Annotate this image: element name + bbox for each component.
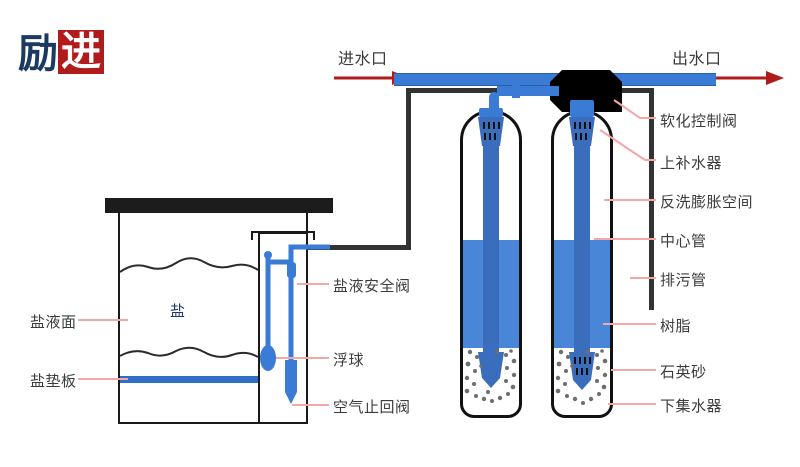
tank-right-top-collar [570, 100, 594, 117]
leader-backwash-space [604, 199, 656, 201]
tank-left-top-collar [479, 108, 503, 117]
label-drain-pipe: 排污管 [660, 271, 707, 289]
leader-brine-level [78, 319, 128, 321]
label-air-check-valve: 空气止回阀 [333, 398, 411, 416]
arrow-right-icon-outlet [712, 71, 784, 85]
leader-drain-pipe [630, 277, 656, 279]
brine-safety-valve-body [287, 262, 296, 278]
tank-right-lower-distributor [569, 352, 595, 390]
brand-logo-char-2: 进 [58, 30, 104, 74]
brand-logo-char-1: 励 [18, 31, 58, 77]
bypass-pipe-left [406, 88, 411, 250]
label-upper-distributor: 上补水器 [660, 154, 723, 172]
brine-level-line [119, 346, 259, 358]
float-ball-body [260, 345, 276, 371]
label-center-tube: 中心管 [660, 232, 707, 250]
tank-left-center-tube [483, 118, 499, 358]
leader-salt-plate [78, 378, 128, 380]
inlet-label: 进水口 [338, 49, 388, 68]
label-brine-safety-valve: 盐液安全阀 [333, 277, 411, 295]
leader-softener-control-valve [613, 99, 656, 119]
label-brine-level: 盐液面 [30, 313, 77, 331]
brine-tank-lid [105, 198, 333, 213]
pipe-union-fitting [512, 82, 520, 98]
brine-line-horizontal [286, 245, 411, 250]
label-quartz-sand: 石英砂 [660, 363, 707, 381]
label-float-ball: 浮球 [333, 351, 365, 369]
label-softener-control-valve: 软化控制阀 [660, 112, 738, 130]
label-resin: 树脂 [660, 317, 692, 335]
leader-upper-distributor [599, 129, 656, 161]
tank-right-center-tube [574, 118, 590, 358]
outlet-label: 出水口 [672, 49, 722, 68]
salt-surface-line [119, 257, 259, 273]
tank-left-lower-distributor [478, 352, 504, 388]
salt-plate-bar [120, 376, 258, 383]
leader-lower-distributor [608, 403, 656, 405]
leader-float-ball [276, 357, 329, 359]
leader-quartz-sand [611, 369, 656, 371]
brine-outlet-elbow [288, 244, 300, 252]
softener-control-valve-body[interactable] [550, 70, 622, 112]
label-backwash-expansion-space: 反洗膨胀空间 [660, 193, 754, 211]
valve-to-left-tank-elbow [489, 92, 499, 112]
label-lower-distributor: 下集水器 [660, 397, 723, 415]
leader-resin [603, 323, 656, 325]
leader-center-tube [594, 238, 656, 240]
tank-right-upper-distributor [569, 117, 595, 146]
float-rod-top-cap [264, 251, 272, 259]
air-check-valve-body [285, 360, 297, 404]
salt-text-label: 盐 [170, 302, 186, 320]
valve-to-left-tank-pipe [497, 86, 559, 96]
label-salt-plate: 盐垫板 [30, 372, 77, 390]
brand-logo: 励进 [18, 30, 104, 74]
leader-air-check-valve [292, 404, 329, 406]
leader-brine-safety-valve [297, 283, 329, 285]
